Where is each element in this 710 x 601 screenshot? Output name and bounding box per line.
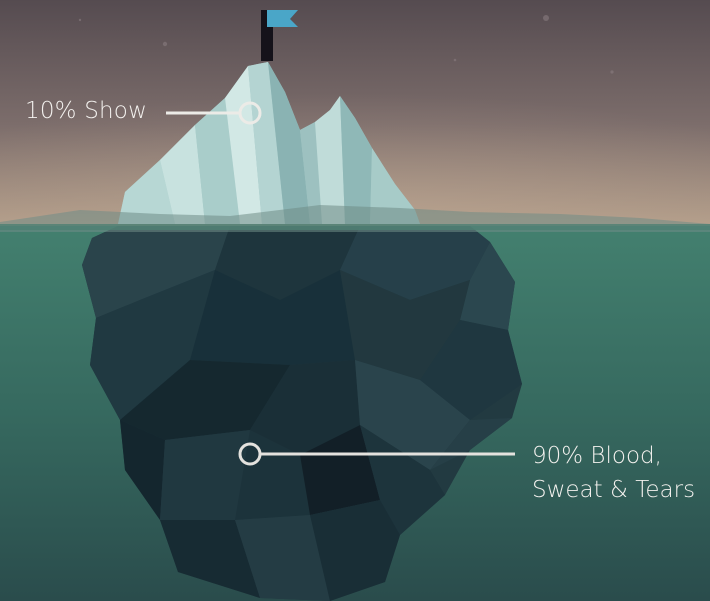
label-below-line2: Sweat & Tears xyxy=(532,473,695,507)
label-above-text: 10% Show xyxy=(25,98,147,124)
label-above-water: 10% Show xyxy=(25,98,147,124)
waterline-band xyxy=(0,224,710,230)
label-below-line1: 90% Blood, xyxy=(532,439,695,473)
label-below-water: 90% Blood, Sweat & Tears xyxy=(532,439,695,507)
